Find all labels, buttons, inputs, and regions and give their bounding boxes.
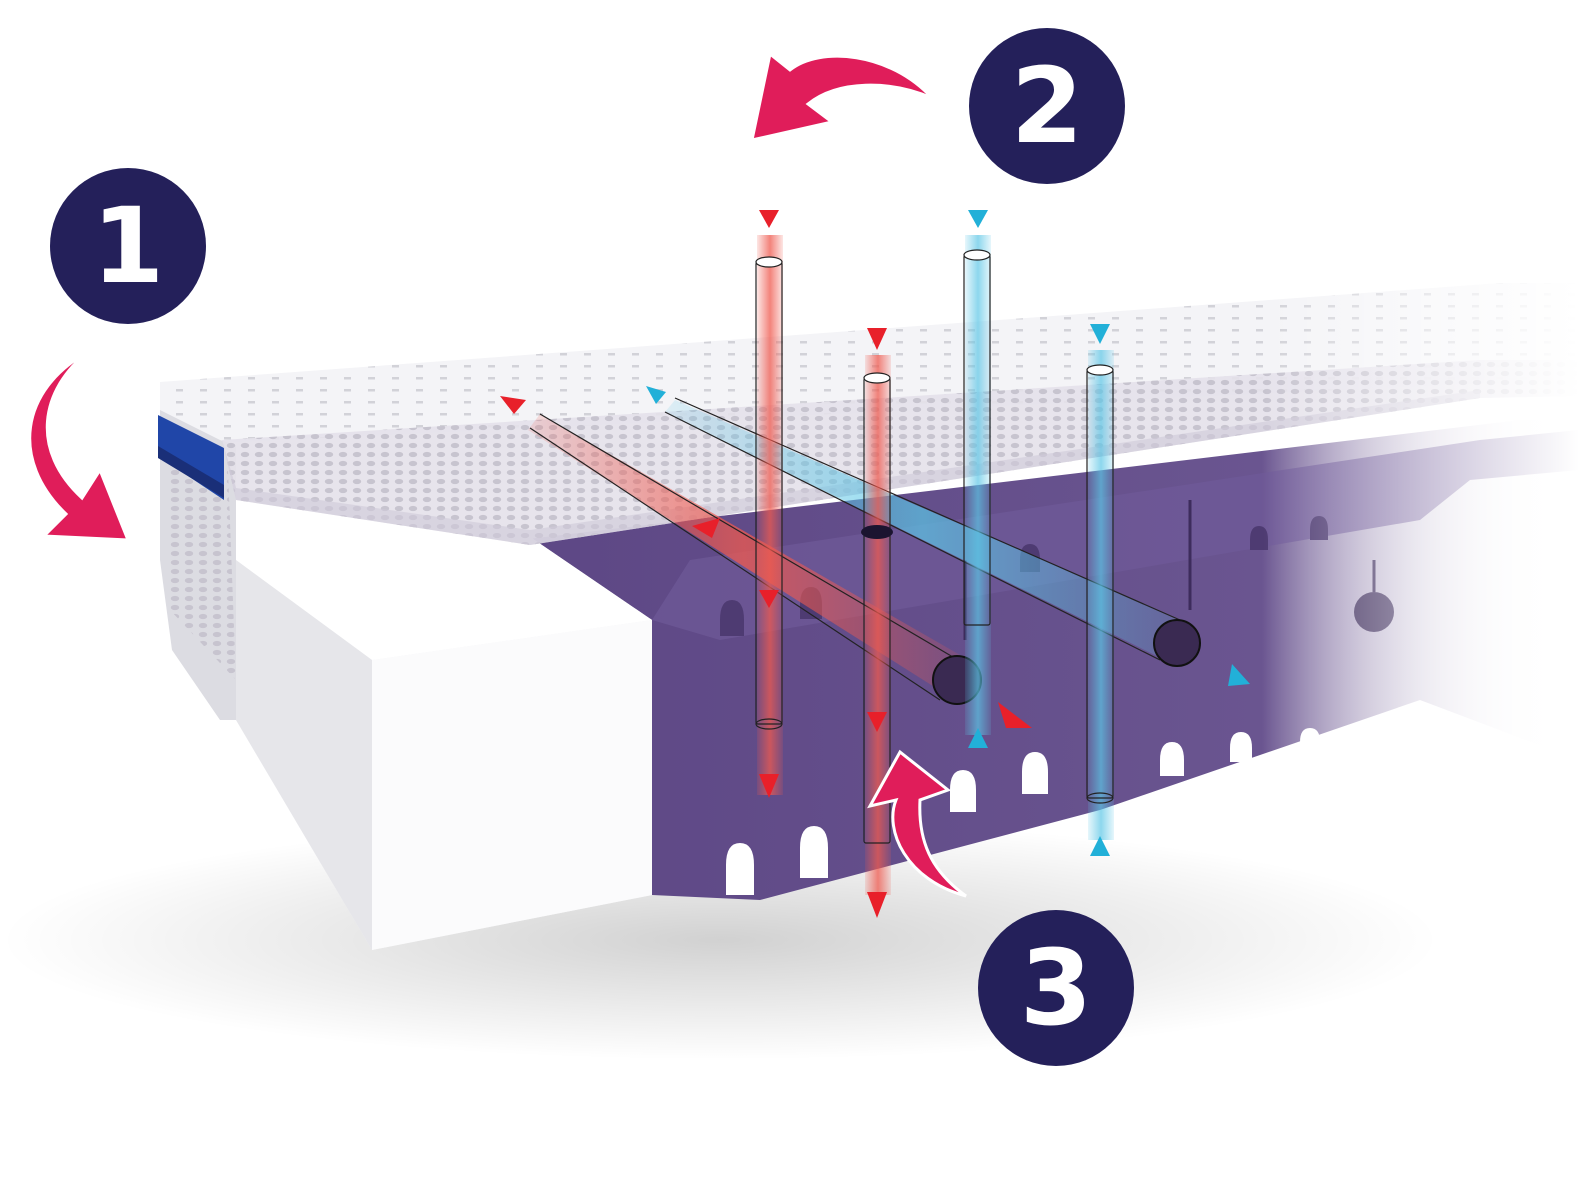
marker-3-label: 3: [1020, 936, 1092, 1040]
marker-2: 2: [969, 28, 1125, 184]
marker-1: 1: [50, 168, 206, 324]
marker-1-label: 1: [92, 194, 164, 298]
marker-2-label: 2: [1011, 54, 1083, 158]
marker-3: 3: [978, 910, 1134, 1066]
edge-fade: [0, 260, 1579, 780]
curved-arrow-icon: [752, 54, 932, 140]
